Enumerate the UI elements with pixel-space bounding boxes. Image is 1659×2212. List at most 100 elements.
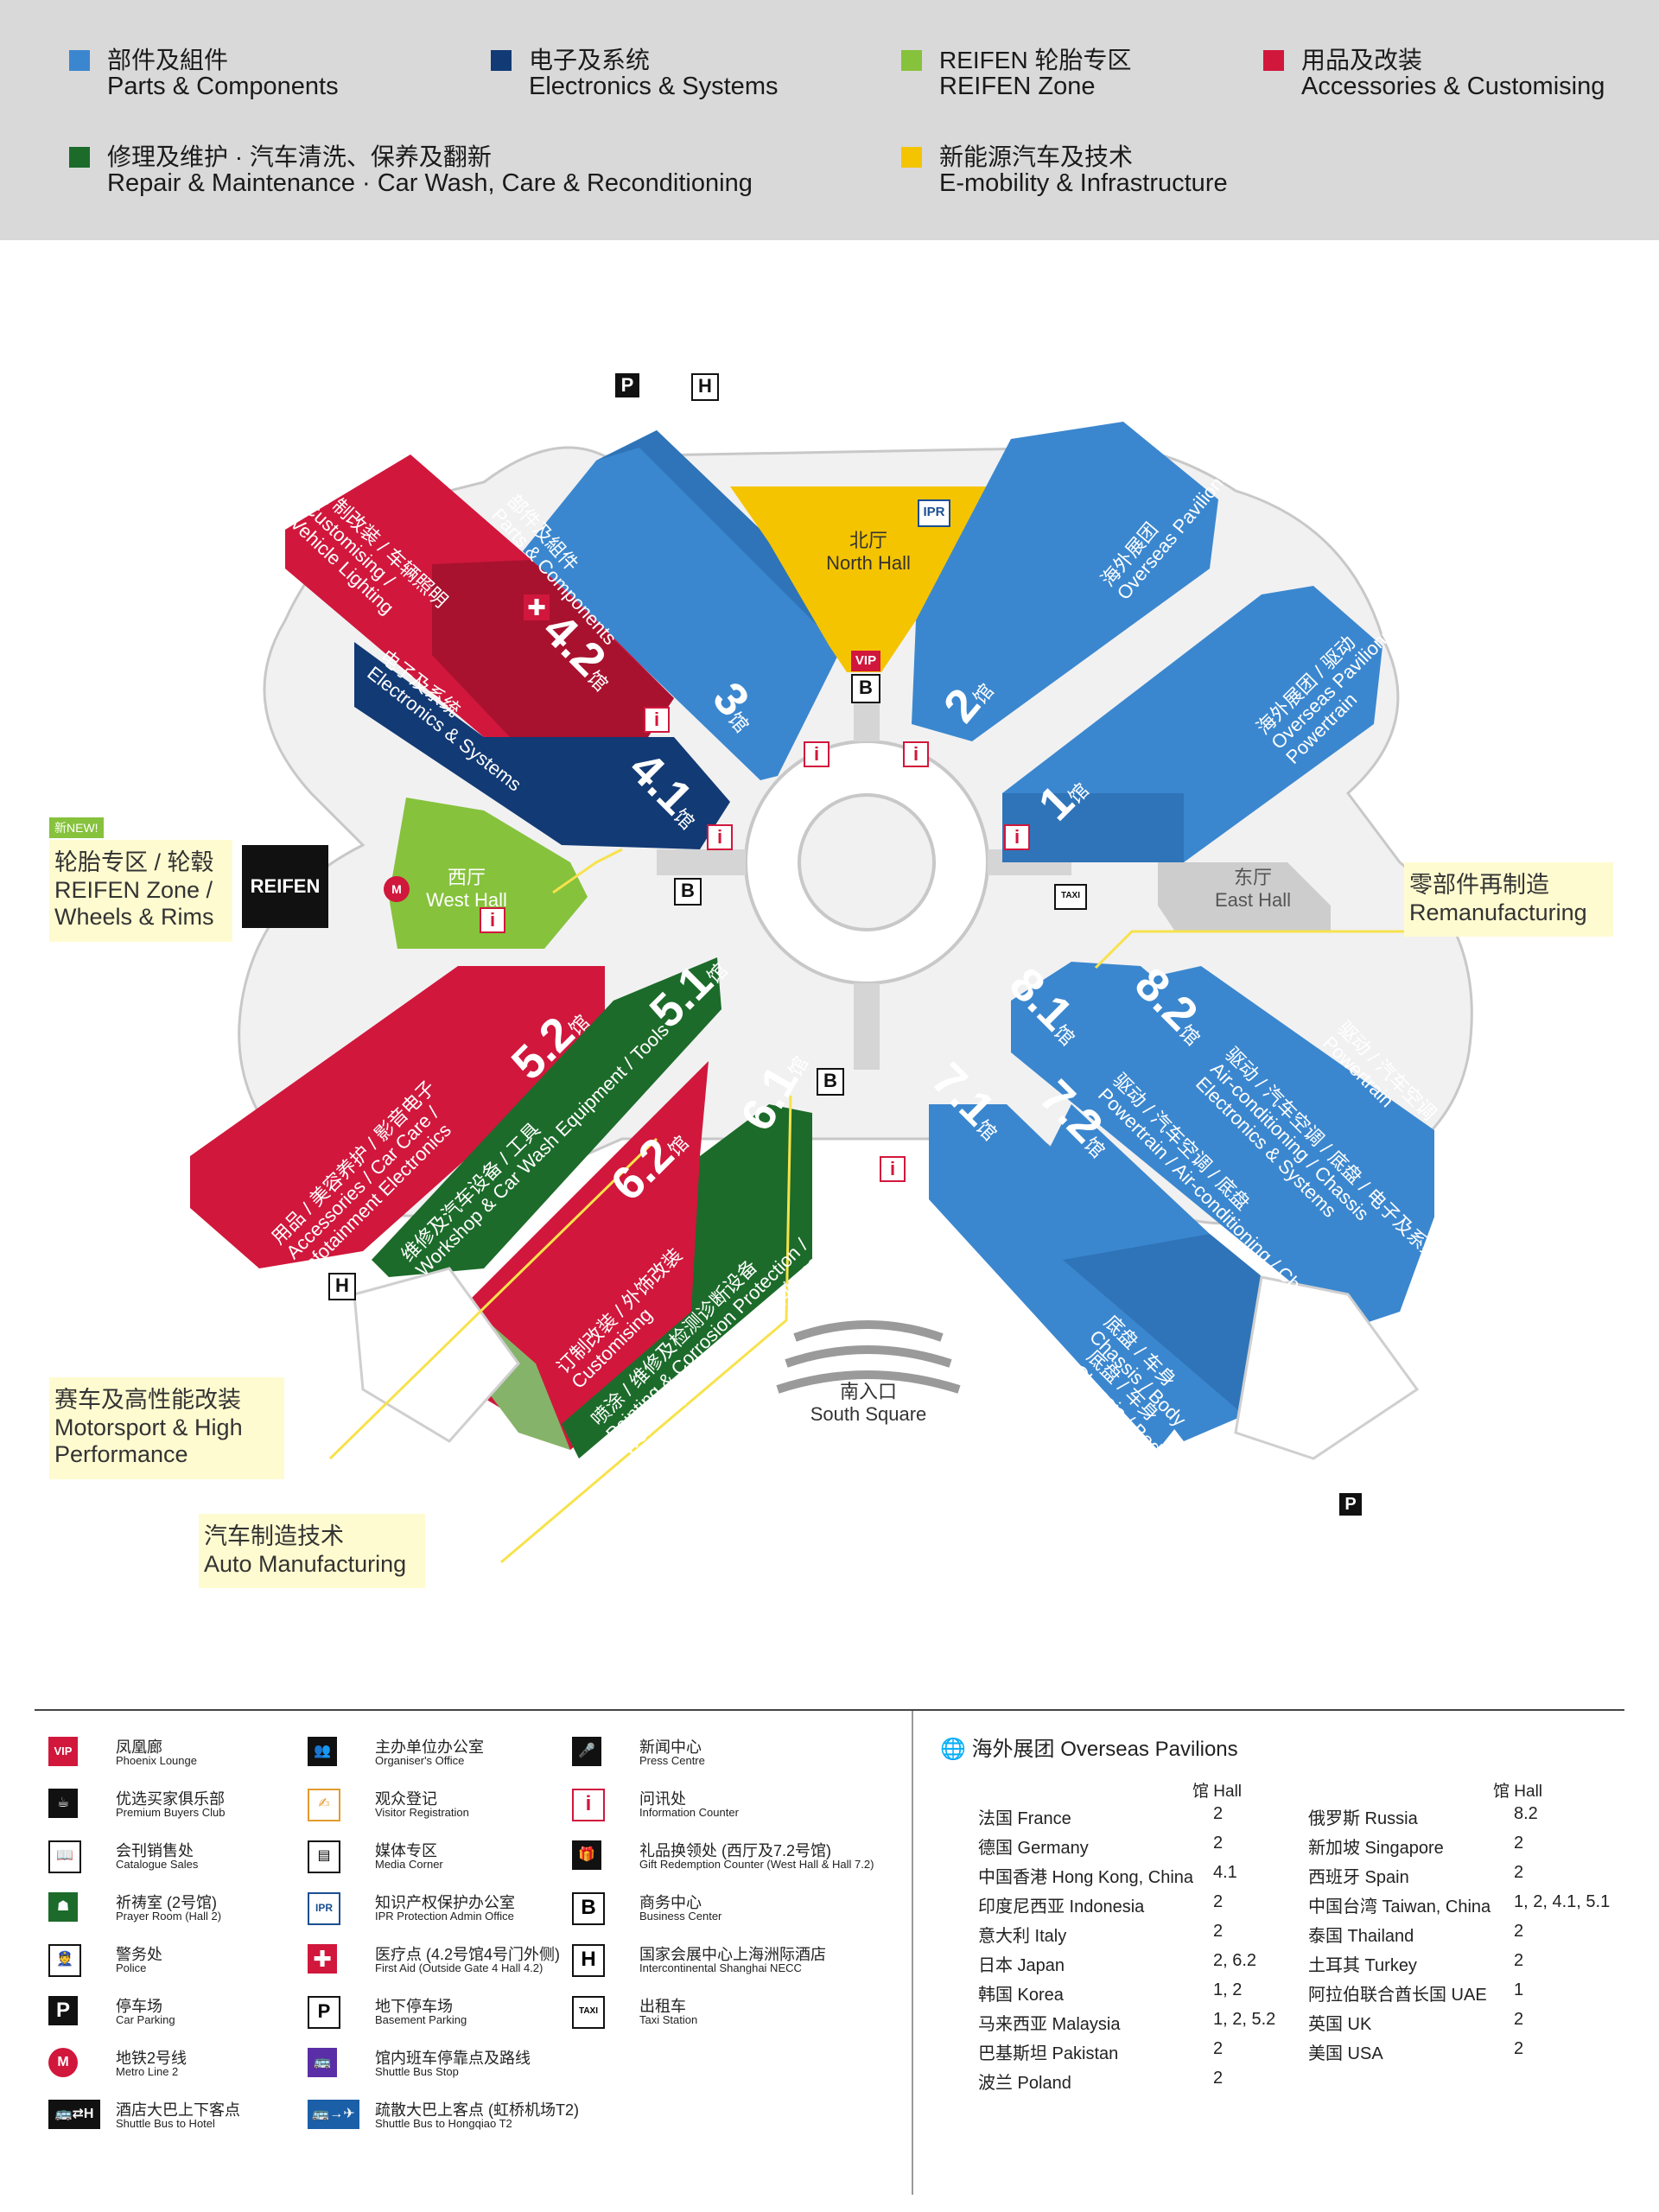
category-label-en: Repair & Maintenance · Car Wash, Care & …: [107, 169, 753, 197]
motorsport-callout: 赛车及高性能改装 Motorsport & High Performance: [49, 1377, 284, 1479]
pavilion-hall: 2: [1213, 1834, 1224, 1853]
business-icon: B: [674, 878, 702, 906]
category-label-zh: 修理及维护 · 汽车清洗、保养及翻新: [107, 143, 492, 170]
pavilion-hall: 2: [1514, 1922, 1524, 1941]
pavilion-country: 土耳其 Turkey: [1308, 1956, 1417, 1975]
hall-1-shade: [1002, 793, 1184, 862]
reifen-logo: REIFEN: [242, 845, 328, 928]
pavilion-hall: 2: [1514, 2039, 1524, 2058]
category-label-zh: 用品及改装: [1301, 47, 1423, 73]
hotel-icon: H: [572, 1944, 605, 1977]
map-drawing: [190, 422, 1473, 1564]
pavilion-country: 意大利 Italy: [978, 1927, 1067, 1946]
reifen-callout: 轮胎专区 / 轮毂 REIFEN Zone / Wheels & Rims: [49, 840, 232, 942]
central-plaza-inner: [798, 793, 936, 931]
pavilion-country: 印度尼西亚 Indonesia: [978, 1897, 1145, 1916]
info-icon: i: [480, 907, 505, 933]
vip-icon: VIP: [48, 1737, 78, 1766]
bus-hotel-icon: 🚌⇄H: [48, 2100, 100, 2129]
manu-callout-en: Auto Manufacturing: [204, 1551, 407, 1577]
pavilion-country: 法国 France: [978, 1809, 1071, 1828]
pavilion-country: 日本 Japan: [978, 1956, 1065, 1975]
category-label-en: Accessories & Customising: [1301, 73, 1605, 100]
hall-4-1[interactable]: [354, 642, 730, 849]
info-icon: i: [903, 741, 929, 767]
pavilion-hall: 8.2: [1514, 1804, 1538, 1823]
pavilion-country: 巴基斯坦 Pakistan: [978, 2044, 1119, 2063]
south-east-annex: [1234, 1275, 1420, 1460]
south-steps: [776, 1370, 961, 1394]
pavilion-hall: 2: [1213, 2069, 1224, 2088]
category-label-en: REIFEN Zone: [939, 73, 1096, 100]
pavilion-country: 德国 Germany: [978, 1839, 1089, 1858]
hall-5-2[interactable]: [190, 966, 605, 1268]
taxi-icon: TAXI: [572, 1996, 605, 2029]
ipr-icon: IPR: [308, 1892, 340, 1925]
hall-2[interactable]: [912, 422, 1218, 741]
roads: [657, 690, 1071, 1070]
press-icon: 🎤: [572, 1737, 601, 1766]
legend-column-divider: [912, 1711, 913, 2195]
pavilion-hall: 4.1: [1213, 1863, 1237, 1882]
info-icon: i: [707, 824, 733, 850]
prayer-icon: ☗: [48, 1892, 78, 1922]
parts-swatch: [69, 50, 90, 71]
first-aid-icon: ✚: [308, 1944, 337, 1974]
legend-divider: [35, 1709, 1624, 1711]
hall-8-2[interactable]: [1123, 966, 1434, 1312]
parking-icon: P: [48, 1996, 78, 2025]
motorsport-leader-line: [328, 1137, 658, 1460]
pavilion-hall: 2: [1514, 1863, 1524, 1882]
pavilion-hall: 1, 2, 4.1, 5.1: [1514, 1892, 1611, 1911]
east-hall[interactable]: [1158, 862, 1331, 931]
info-icon: i: [1004, 824, 1030, 850]
category-label-zh: 部件及組件: [107, 47, 229, 73]
hall-3[interactable]: [523, 430, 855, 780]
reifen-leader-line: [552, 848, 623, 894]
north-hall[interactable]: [730, 486, 1007, 672]
hall-5-1[interactable]: [372, 957, 721, 1277]
electronics-swatch: [491, 50, 512, 71]
west-hall[interactable]: [389, 798, 588, 949]
business-icon: B: [817, 1068, 844, 1096]
reman-callout-zh: 零部件再制造: [1409, 872, 1549, 898]
reifen-callout-en1: REIFEN Zone /: [54, 877, 213, 903]
south-steps: [793, 1320, 944, 1342]
motor-callout-zh: 赛车及高性能改装: [54, 1387, 241, 1413]
pavilion-hall: 2: [1213, 1804, 1224, 1823]
taxi-icon: TAXI: [1054, 884, 1087, 910]
hall-6-1[interactable]: [562, 1104, 812, 1459]
police-icon: 👮: [48, 1944, 81, 1977]
pavilions-title: 🌐 海外展团 Overseas Pavilions: [940, 1738, 1238, 1761]
reifen-swatch: [901, 50, 922, 71]
pavilion-country: 马来西亚 Malaysia: [978, 2015, 1121, 2034]
info-icon: i: [880, 1156, 906, 1182]
pavilion-hall: 1: [1514, 1980, 1524, 1999]
pavilion-country: 美国 USA: [1308, 2044, 1383, 2063]
pavilion-hall: 1, 2: [1213, 1980, 1243, 1999]
business-icon: B: [851, 674, 880, 703]
coffee-icon: ☕: [48, 1789, 78, 1818]
pavilion-country: 英国 UK: [1308, 2015, 1372, 2034]
pavilion-hall: 2: [1213, 1922, 1224, 1941]
pavilion-country: 西班牙 Spain: [1308, 1868, 1409, 1887]
first-aid-icon: ✚: [524, 594, 550, 620]
hotel-icon: H: [328, 1273, 356, 1300]
reman-callout-en: Remanufacturing: [1409, 899, 1587, 925]
pavilion-country: 阿拉伯联合酋长国 UAE: [1308, 1986, 1487, 2005]
info-icon: i: [804, 741, 830, 767]
reifen-callout-en2: Wheels & Rims: [54, 904, 214, 930]
category-legend: 部件及組件 Parts & Components 电子及系统 Electroni…: [0, 0, 1659, 240]
pavilion-country: 俄罗斯 Russia: [1308, 1809, 1418, 1828]
gift-icon: 🎁: [572, 1840, 601, 1870]
pavilion-country: 韩国 Korea: [978, 1986, 1064, 2005]
motor-callout-en1: Motorsport & High: [54, 1414, 243, 1440]
pavilion-hall: 1, 2, 5.2: [1213, 2010, 1276, 2029]
pavilion-hall: 2: [1213, 1892, 1224, 1911]
category-label-en: Electronics & Systems: [529, 73, 779, 100]
repair-swatch: [69, 147, 90, 168]
